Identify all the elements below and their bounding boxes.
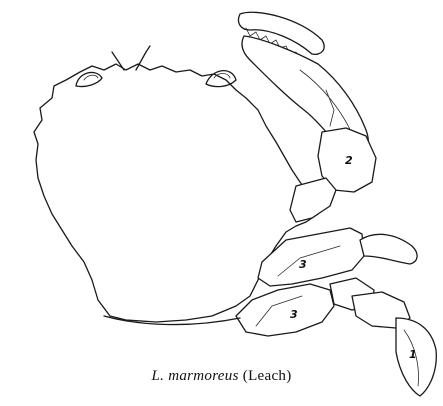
label-leg-lower: 3 [290, 308, 298, 321]
label-paddle: 1 [409, 348, 417, 361]
label-cheliped: 2 [345, 154, 353, 167]
figure-caption: L. marmoreus (Leach) [0, 368, 443, 385]
caption-species: L. marmoreus [151, 368, 238, 384]
leg-upper-dactyl [360, 234, 417, 264]
label-leg-upper: 3 [299, 258, 307, 271]
caption-authority: (Leach) [243, 368, 292, 384]
